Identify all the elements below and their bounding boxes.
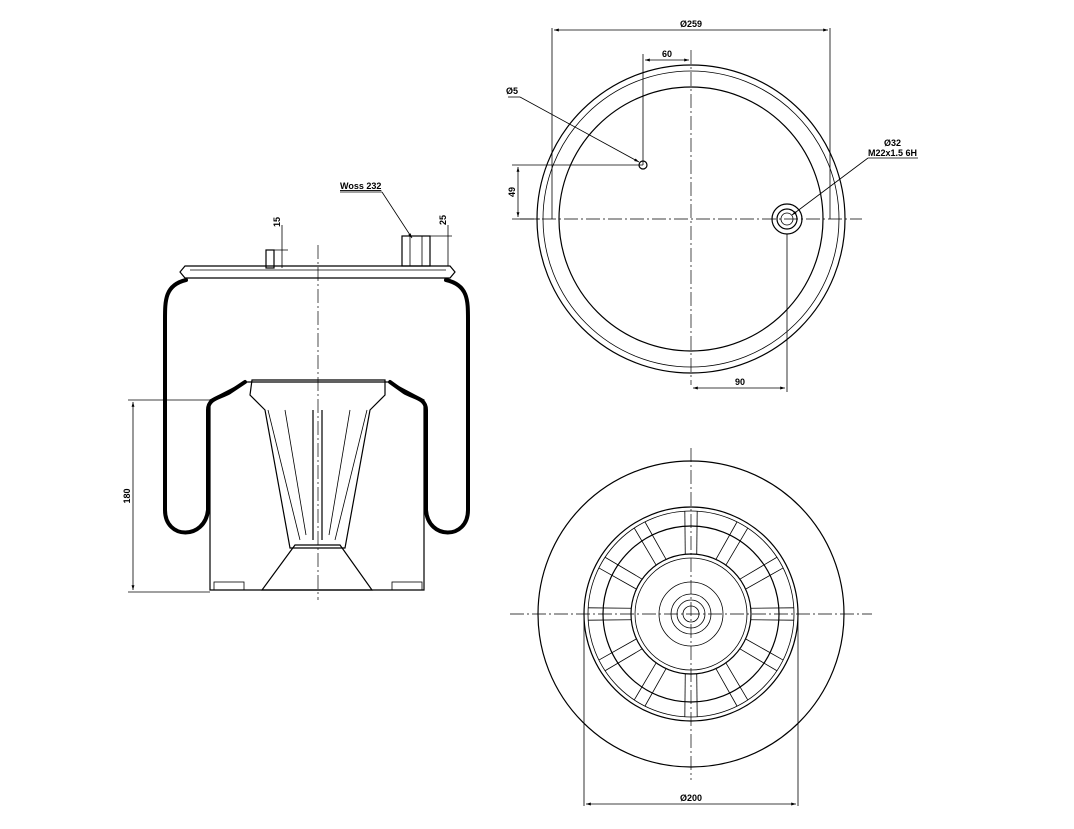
bottom-rib-line: [715, 668, 738, 707]
bottom-rib-line: [604, 648, 643, 672]
piston-foot-right: [391, 581, 423, 591]
piston-rib-4: [328, 409, 351, 536]
top-plate: [179, 265, 456, 279]
dim-port-thread-label: M22x1.5 6H: [868, 148, 917, 158]
bottom-rib-line: [644, 521, 667, 560]
dim-port-leader: [791, 157, 869, 216]
bottom-view: Ø200: [510, 448, 872, 806]
bottom-rib-line: [633, 527, 657, 566]
bottom-rib-line: [745, 638, 784, 661]
port-middle: [776, 208, 798, 230]
woss-leader: [381, 191, 413, 239]
bottom-ribs: [588, 511, 794, 717]
port-inner: [780, 212, 794, 226]
bottom-rib-line: [725, 527, 749, 566]
air-port-nut-hatch-right: [421, 235, 431, 267]
dim-60-label: 60: [662, 49, 672, 59]
dim-hole-leader: [519, 96, 640, 163]
bottom-rib-line: [633, 662, 657, 701]
dim-259-label: Ø259: [680, 19, 702, 29]
dim-port-diameter-label: Ø32: [884, 138, 901, 148]
air-port-nut: [401, 235, 431, 267]
bottom-rib-line: [725, 662, 749, 701]
piston-rib-1: [267, 409, 301, 541]
side-view: 180 15 25 Woss 232: [122, 181, 470, 600]
air-port-nut-hatch-left: [401, 235, 411, 267]
dim-90-label: 90: [735, 377, 745, 387]
bottom-rib-line: [644, 668, 667, 707]
bottom-rib-line: [604, 556, 643, 580]
woss-label: Woss 232: [340, 181, 381, 191]
piston-bottom-cavity: [260, 544, 374, 591]
top-view: Ø259 60 Ø5 49 Ø32 M22x1.5 6H 90: [506, 19, 918, 392]
dim-25-label: 25: [438, 215, 448, 225]
mounting-stud: [265, 249, 275, 269]
piston-body: [209, 381, 425, 591]
bellow-left: [163, 278, 247, 535]
bellow-right: [388, 278, 470, 535]
piston-rib-3: [284, 409, 307, 536]
dim-180-label: 180: [122, 488, 132, 503]
piston-rib-2: [334, 409, 368, 541]
piston-foot-left: [213, 581, 245, 591]
bottom-rib-line: [739, 648, 778, 672]
bottom-rib-line: [598, 638, 637, 661]
dim-hole-label: Ø5: [506, 86, 518, 96]
bottom-rib-line: [745, 567, 784, 590]
bottom-rib-line: [739, 556, 778, 580]
dim-49-label: 49: [507, 187, 517, 197]
bottom-rib-line: [715, 521, 738, 560]
bottom-rib-line: [598, 567, 637, 590]
dim-200-label: Ø200: [680, 793, 702, 803]
dim-15-label: 15: [272, 217, 282, 227]
piston-cavity: [249, 379, 386, 549]
